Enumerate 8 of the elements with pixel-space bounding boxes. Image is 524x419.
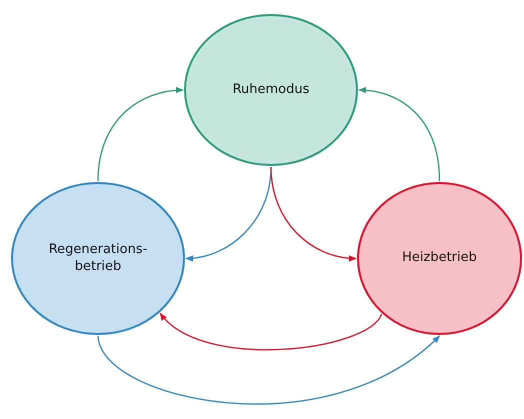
node-label: Heizbetrieb [402, 250, 477, 267]
arrow [160, 312, 382, 350]
arrow [358, 87, 440, 182]
node-label: Ruhemodus [232, 82, 310, 98]
arrow [97, 87, 184, 182]
arrow [270, 166, 357, 262]
node-label: Regenerations- betrieb [48, 242, 148, 276]
arrow [97, 336, 440, 405]
